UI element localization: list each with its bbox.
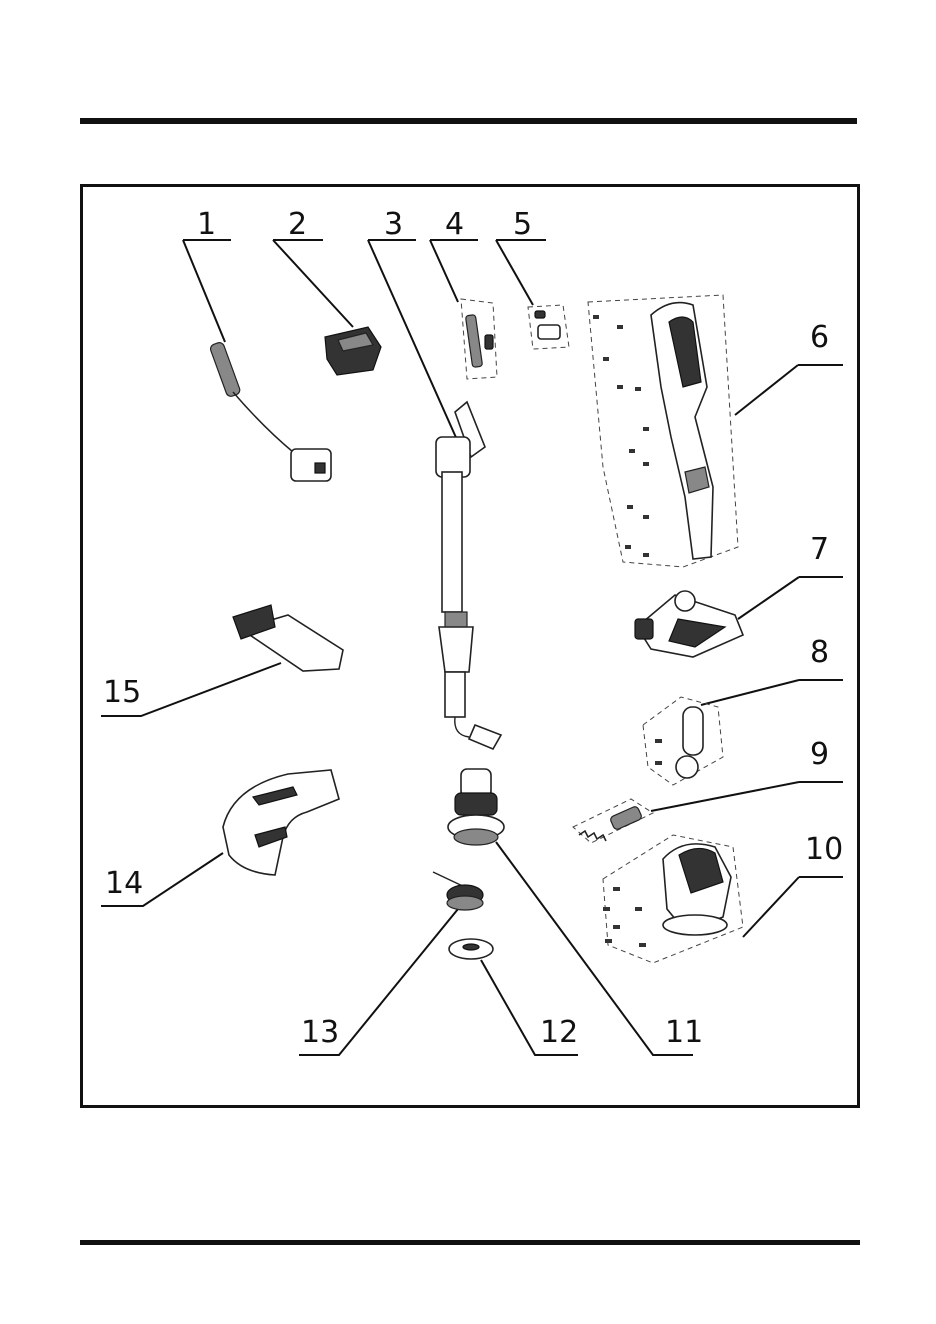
- battery-pack-icon: 2: [273, 207, 381, 375]
- spring-button-icon: 9: [573, 737, 843, 843]
- part-number-3: 3: [384, 207, 403, 242]
- switch-icon: 5: [496, 207, 569, 349]
- part-number-11: 11: [665, 1015, 703, 1050]
- part-number-8: 8: [810, 635, 829, 670]
- part-number-5: 5: [513, 207, 532, 242]
- line-spool-icon: 13: [299, 872, 483, 1055]
- edge-guide-icon: 15: [101, 605, 343, 716]
- part-number-6: 6: [810, 320, 829, 355]
- part-number-7: 7: [810, 532, 829, 567]
- part-number-10: 10: [805, 832, 843, 867]
- footer-rule: [80, 1240, 860, 1245]
- parts-diagram-frame: 1 2 3 4 5: [80, 184, 860, 1108]
- handle-housing-icon: 6: [588, 295, 843, 567]
- part-number-9: 9: [810, 737, 829, 772]
- guard-icon: 14: [101, 770, 339, 906]
- spool-cap-icon: 12: [449, 939, 578, 1055]
- part-number-13: 13: [301, 1015, 339, 1050]
- motor-icon: 11: [448, 769, 703, 1055]
- part-number-15: 15: [103, 675, 141, 710]
- part-number-2: 2: [288, 207, 307, 242]
- motor-housing-icon: 10: [603, 832, 843, 963]
- shaft-assembly-icon: 3: [368, 207, 501, 749]
- exploded-parts-diagram: 1 2 3 4 5: [83, 187, 857, 1105]
- part-number-1: 1: [197, 207, 216, 242]
- bracket-icon: 4: [430, 207, 497, 379]
- battery-charger-icon: 1: [183, 207, 331, 481]
- header-rule: [80, 118, 857, 124]
- part-number-4: 4: [445, 207, 464, 242]
- part-number-12: 12: [540, 1015, 578, 1050]
- part-number-14: 14: [105, 866, 143, 901]
